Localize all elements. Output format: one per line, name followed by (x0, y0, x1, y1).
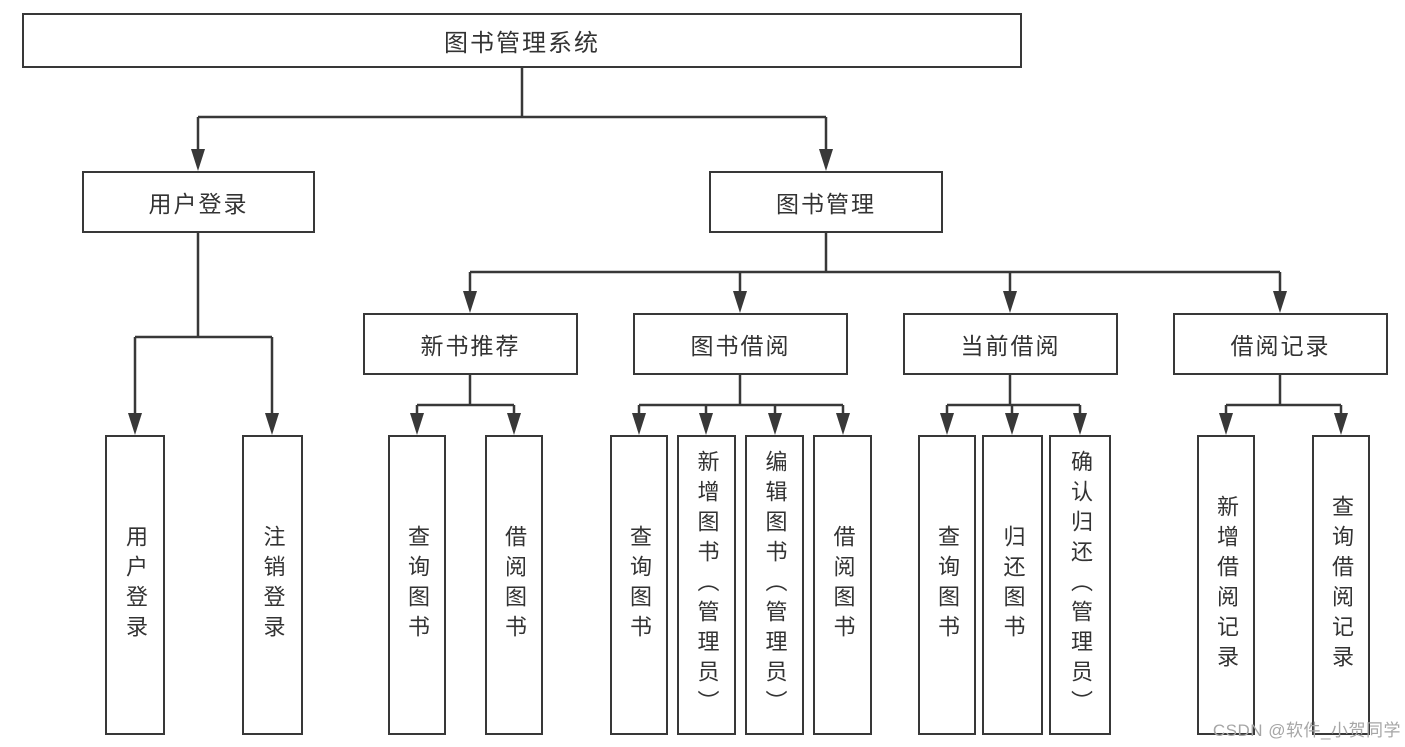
leaf-label: 确认归还（管理员） (1068, 450, 1093, 720)
leaf-confirm-return-admin: 确认归还（管理员） (1049, 435, 1111, 735)
leaf-label: 查询借阅记录 (1329, 495, 1354, 675)
leaf-user-login: 用户登录 (105, 435, 165, 735)
leaf-label: 新增图书（管理员） (694, 450, 720, 720)
node-borrow-records: 借阅记录 (1173, 313, 1388, 375)
leaf-return-books: 归还图书 (982, 435, 1043, 735)
node-current-borrow: 当前借阅 (903, 313, 1118, 375)
leaf-query-books-borrow: 查询图书 (610, 435, 668, 735)
leaf-label: 新增借阅记录 (1214, 495, 1239, 675)
leaf-label: 借阅图书 (830, 525, 856, 645)
csdn-watermark: CSDN @软件_小贺同学 (1212, 721, 1401, 740)
leaf-label: 用户登录 (123, 525, 148, 645)
leaf-label: 编辑图书（管理员） (762, 450, 788, 720)
leaf-logout: 注销登录 (242, 435, 303, 735)
node-library-system: 图书管理系统 (22, 13, 1022, 68)
node-book-borrow: 图书借阅 (633, 313, 848, 375)
leaf-query-books-recommend: 查询图书 (388, 435, 446, 735)
node-new-book-recommend: 新书推荐 (363, 313, 578, 375)
leaf-borrow-books-recommend: 借阅图书 (485, 435, 543, 735)
leaf-label: 借阅图书 (502, 525, 527, 645)
leaf-label: 查询图书 (935, 525, 960, 645)
leaf-edit-books-admin: 编辑图书（管理员） (745, 435, 804, 735)
leaf-label: 注销登录 (260, 525, 286, 645)
leaf-label: 查询图书 (627, 525, 652, 645)
node-book-management: 图书管理 (709, 171, 943, 233)
leaf-borrow-books: 借阅图书 (813, 435, 872, 735)
node-user-login: 用户登录 (82, 171, 315, 233)
leaf-query-borrow-record: 查询借阅记录 (1312, 435, 1370, 735)
leaf-add-borrow-record: 新增借阅记录 (1197, 435, 1255, 735)
leaf-add-books-admin: 新增图书（管理员） (677, 435, 736, 735)
leaf-query-books-current: 查询图书 (918, 435, 976, 735)
leaf-label: 查询图书 (405, 525, 430, 645)
arrowheads (128, 149, 1348, 435)
leaf-label: 归还图书 (1000, 525, 1026, 645)
